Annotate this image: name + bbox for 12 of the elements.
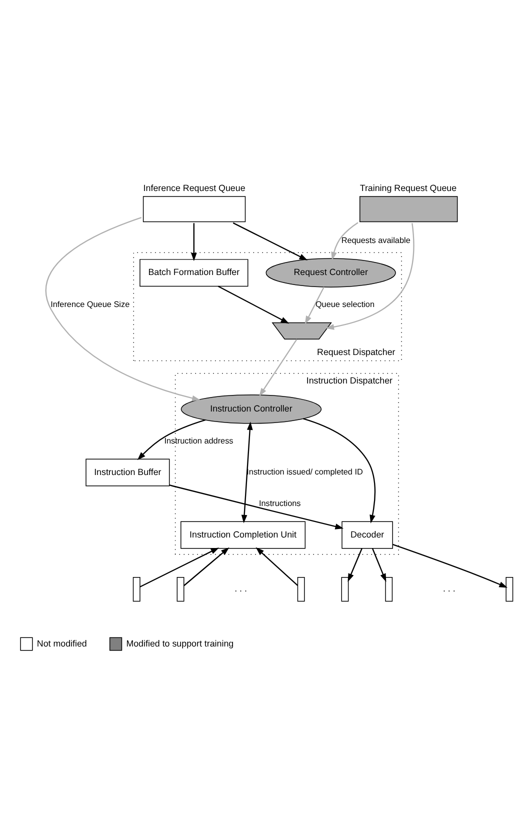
edge-label: Inference Queue Size <box>50 300 130 309</box>
node-label: Inference Request Queue <box>143 182 246 193</box>
edge-label: Instruction issued/ completed ID <box>246 468 363 477</box>
edge-label: Queue selection <box>315 300 375 309</box>
edge-label: Instruction address <box>164 436 234 446</box>
edge-label: Requests available <box>341 236 410 245</box>
legend-label: Not modified <box>36 638 87 648</box>
edge-label: Instructions <box>258 498 301 508</box>
label: . . . <box>442 584 456 594</box>
legend-label: Modified to support training <box>126 638 234 648</box>
node-label: Training Request Queue <box>360 182 457 193</box>
label: . . . <box>234 584 247 594</box>
